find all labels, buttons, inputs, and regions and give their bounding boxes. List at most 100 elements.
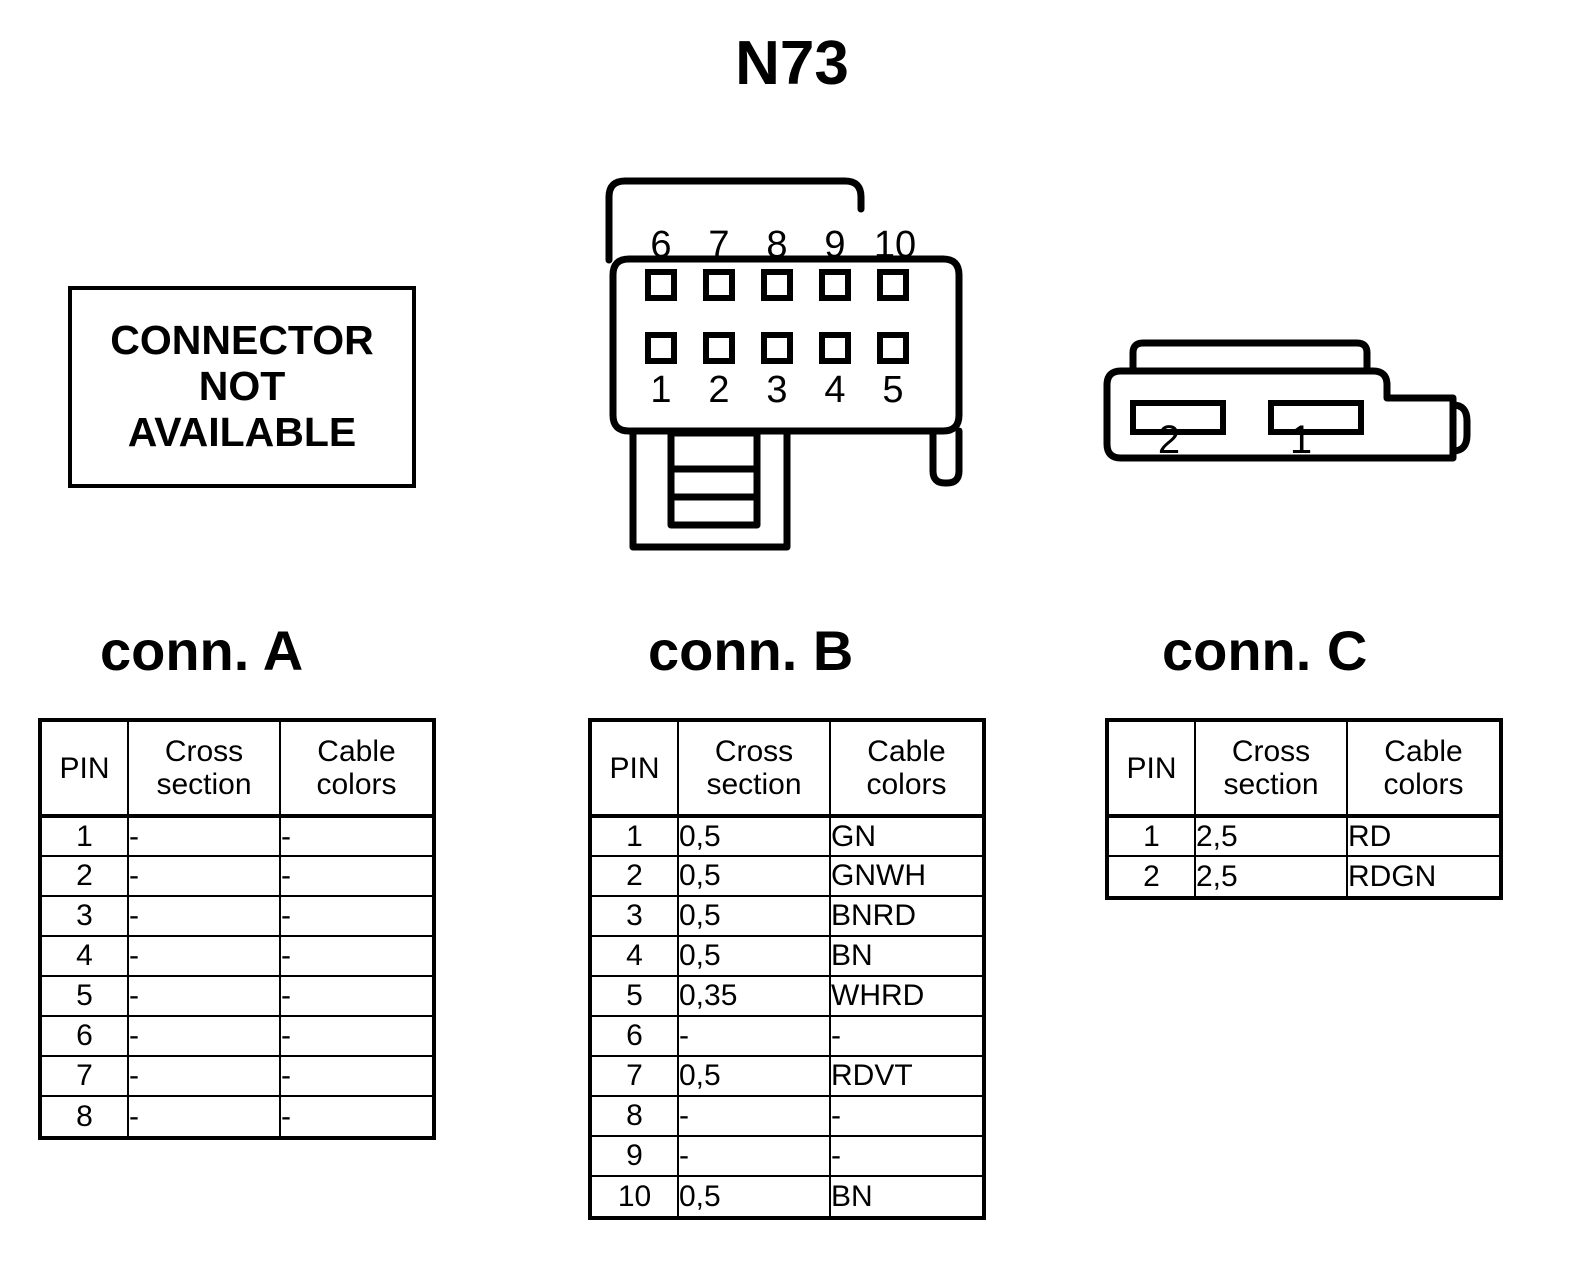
- slot-2: [1130, 400, 1226, 435]
- table-header-row: PIN Cross section Cable colors: [1109, 722, 1499, 818]
- cell-color: -: [829, 1135, 982, 1177]
- slot-label-1: 1: [1290, 418, 1312, 462]
- cell-pin: 4: [592, 935, 679, 977]
- cell-color: -: [279, 1095, 432, 1136]
- header-color-line2: colors: [866, 768, 947, 801]
- connector-b-drawing: 6 7 8 9 10 1 2 3 4 5: [595, 165, 985, 560]
- not-available-line-1: CONNECTOR: [110, 317, 374, 364]
- cell-pin: 1: [1109, 815, 1196, 857]
- cell-color: RDGN: [1346, 855, 1499, 896]
- header-color-line1: Cable: [317, 735, 396, 768]
- header-cross-line2: section: [156, 768, 252, 801]
- header-pin: PIN: [42, 722, 129, 818]
- cell-pin: 5: [42, 975, 129, 1017]
- cell-pin: 9: [592, 1135, 679, 1177]
- cell-color: -: [279, 1055, 432, 1097]
- cell-cross: 0,5: [677, 855, 831, 897]
- cell-color: -: [829, 1015, 982, 1057]
- table-row: 5--: [42, 975, 432, 1017]
- header-cross-line1: Cross: [714, 735, 794, 768]
- table-header-row: PIN Cross section Cable colors: [42, 722, 432, 818]
- cell-cross: 0,35: [677, 975, 831, 1017]
- pin-label-6: 6: [650, 224, 671, 266]
- cell-cross: -: [677, 1095, 831, 1137]
- cell-cross: 0,5: [677, 935, 831, 977]
- pin-label-8: 8: [766, 224, 787, 266]
- cell-cross: -: [127, 1015, 281, 1057]
- header-cross-line1: Cross: [164, 735, 244, 768]
- header-cross: Cross section: [127, 722, 281, 818]
- cell-color: GN: [829, 815, 982, 857]
- table-row: 6--: [592, 1015, 982, 1057]
- cell-cross: 0,5: [677, 1175, 831, 1216]
- not-available-line-2: NOT: [198, 363, 286, 410]
- cell-color: RDVT: [829, 1055, 982, 1097]
- cell-pin: 7: [42, 1055, 129, 1097]
- conn-a-table: PIN Cross section Cable colors 1--2--3--…: [38, 718, 436, 1140]
- pin-label-3: 3: [766, 369, 787, 411]
- header-pin: PIN: [592, 722, 679, 818]
- table-row: 9--: [592, 1135, 982, 1177]
- cell-cross: 0,5: [677, 895, 831, 937]
- cell-cross: -: [127, 1055, 281, 1097]
- cell-pin: 5: [592, 975, 679, 1017]
- pin-label-2: 2: [708, 369, 729, 411]
- header-color: Cable colors: [829, 722, 982, 818]
- header-color-line1: Cable: [1384, 735, 1463, 768]
- header-color: Cable colors: [1346, 722, 1499, 818]
- cell-color: BN: [829, 935, 982, 977]
- header-cross: Cross section: [677, 722, 831, 818]
- cell-color: -: [279, 815, 432, 857]
- table-row: 8--: [592, 1095, 982, 1137]
- not-available-line-3: AVAILABLE: [127, 408, 357, 455]
- cell-color: -: [279, 935, 432, 977]
- cell-color: WHRD: [829, 975, 982, 1017]
- cell-cross: -: [677, 1135, 831, 1177]
- cell-color: BN: [829, 1175, 982, 1216]
- table-row: 1--: [42, 815, 432, 857]
- cell-pin: 1: [592, 815, 679, 857]
- cell-cross: 2,5: [1194, 815, 1348, 857]
- header-color-line2: colors: [1383, 768, 1464, 801]
- table-header-row: PIN Cross section Cable colors: [592, 722, 982, 818]
- table-row: 3--: [42, 895, 432, 937]
- cell-cross: 0,5: [677, 815, 831, 857]
- cell-cross: -: [127, 855, 281, 897]
- header-cross-line2: section: [706, 768, 802, 801]
- pin-label-5: 5: [882, 369, 903, 411]
- cell-pin: 2: [592, 855, 679, 897]
- cell-color: -: [279, 1015, 432, 1057]
- cell-pin: 3: [592, 895, 679, 937]
- header-cross: Cross section: [1194, 722, 1348, 818]
- table-row: 6--: [42, 1015, 432, 1057]
- header-color-line1: Cable: [867, 735, 946, 768]
- cell-pin: 2: [42, 855, 129, 897]
- cell-color: BNRD: [829, 895, 982, 937]
- header-pin: PIN: [1109, 722, 1196, 818]
- cell-pin: 8: [42, 1095, 129, 1136]
- header-cross-line2: section: [1223, 768, 1319, 801]
- cell-cross: -: [127, 975, 281, 1017]
- cell-cross: 0,5: [677, 1055, 831, 1097]
- cell-cross: 2,5: [1194, 855, 1348, 896]
- header-cross-line1: Cross: [1231, 735, 1311, 768]
- cell-pin: 2: [1109, 855, 1196, 896]
- cell-cross: -: [127, 895, 281, 937]
- pin-label-4: 4: [824, 369, 845, 411]
- cell-pin: 3: [42, 895, 129, 937]
- pin-label-1: 1: [650, 369, 671, 411]
- conn-c-title: conn. C: [1162, 619, 1368, 682]
- conn-a-table-body: 1--2--3--4--5--6--7--8--: [42, 815, 432, 1136]
- cell-color: GNWH: [829, 855, 982, 897]
- conn-b-title: conn. B: [648, 619, 854, 682]
- cell-pin: 10: [592, 1175, 679, 1216]
